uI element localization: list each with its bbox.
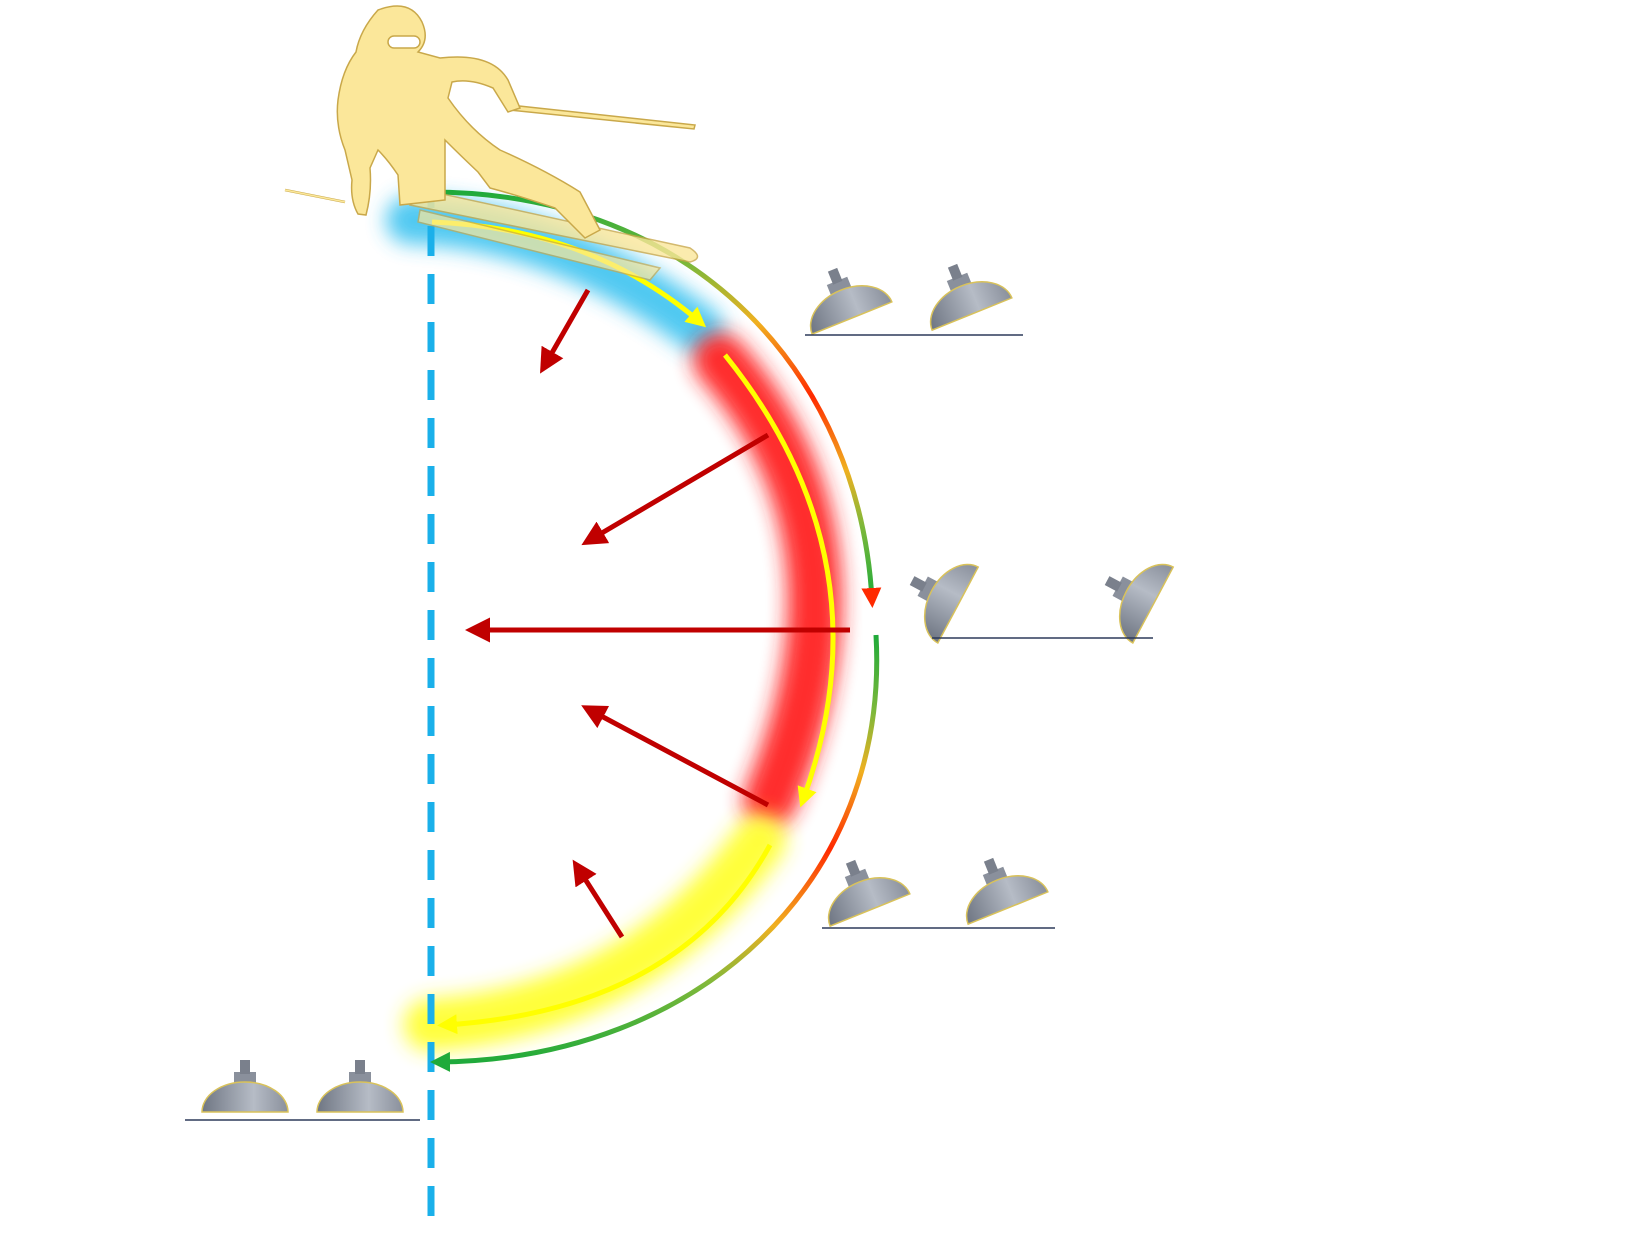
start-phase-glow [386,196,724,354]
gate-marker-icon [316,1060,404,1113]
gate-marker-icon [809,267,893,336]
force-arrow [581,432,770,546]
skier-icon [284,5,699,281]
force-arrow [581,705,770,808]
gate-markers [185,263,1175,1121]
gate-marker-icon [827,859,911,928]
ski-path-middle [723,353,836,808]
phase-glows [386,196,842,1051]
ski-path-end [437,843,773,1035]
outer-arc-lower [430,634,880,1072]
gate-marker-icon [201,1060,289,1113]
force-arrow [540,288,591,374]
gate-marker-icon [1104,563,1175,644]
pressure-phase-glow [693,333,842,827]
gate-marker-icon [929,263,1013,332]
gate-marker-icon [965,857,1049,926]
force-arrows [465,288,850,939]
force-arrow [572,859,625,939]
gate-marker-icon [909,563,980,644]
release-phase-glow [404,814,786,1051]
